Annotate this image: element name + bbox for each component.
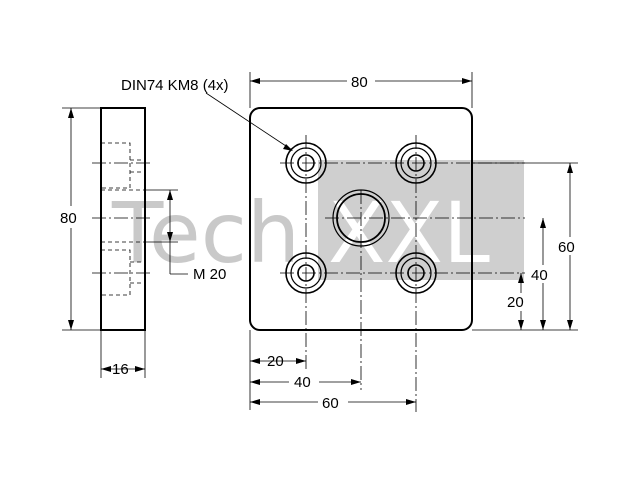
side-view-outline	[100, 107, 146, 331]
dim-label-bg	[556, 237, 582, 255]
callout-arrow	[283, 144, 293, 151]
side-view: 80 16 M 20	[58, 107, 226, 378]
watermark: Tech XXL	[111, 160, 524, 282]
dim-label-top-width: 80	[351, 74, 368, 91]
dim-label-side-height: 80	[60, 210, 77, 227]
dim-label-bg	[347, 72, 375, 90]
mounting-hole-top-left	[285, 142, 327, 184]
callout-leader	[205, 92, 293, 151]
dim-label-right-20: 20	[507, 294, 524, 311]
dim-arrows	[101, 366, 145, 372]
dim-label-thickness: 16	[112, 361, 129, 378]
dim-label-bottom-20: 20	[267, 353, 284, 370]
callout-hole-spec: DIN74 KM8 (4x)	[121, 77, 229, 94]
hidden-thread-middle	[101, 189, 145, 243]
callout-thread: M 20	[193, 266, 226, 283]
hidden-counterbore-bottom	[101, 249, 145, 296]
dim-label-bottom-60: 60	[322, 395, 339, 412]
hidden-counterbore-top	[101, 142, 145, 189]
watermark-box	[318, 160, 524, 280]
dim-label-bottom-40: 40	[294, 374, 311, 391]
dim-label-bg	[506, 293, 528, 311]
dim-label-right-40: 40	[531, 267, 548, 284]
dim-label-bg	[318, 393, 348, 411]
mounting-hole-bottom-left	[285, 252, 327, 294]
dim-label-right-60: 60	[558, 239, 575, 256]
front-view: DIN74 KM8 (4x) 80 20 40 60 20 40	[121, 72, 582, 412]
mounting-hole-top-right	[395, 142, 437, 184]
watermark-text: Tech	[111, 184, 300, 282]
dim-label-bg	[289, 373, 319, 391]
dim-label-bg	[528, 265, 554, 283]
dim-label-bg	[58, 206, 82, 228]
mounting-hole-bottom-right	[395, 252, 437, 294]
watermark-box-text: XXL	[328, 184, 490, 282]
central-thread-hole	[332, 189, 390, 247]
